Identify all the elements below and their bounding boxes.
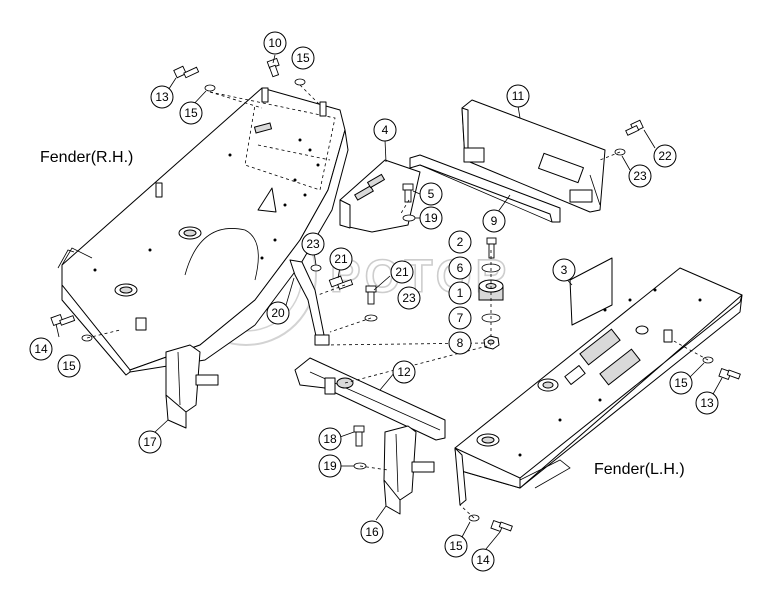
callout-23-text: 23 [306, 237, 320, 251]
bracket-17 [165, 344, 219, 429]
callout-18: 18 [318, 427, 342, 451]
callout-21: 21 [329, 247, 353, 271]
callout-19: 19 [419, 206, 443, 230]
bar-9 [409, 154, 561, 223]
callout-13-text: 13 [700, 396, 714, 410]
fender-lh-label: Fender(L.H.) [594, 461, 685, 478]
callout-1: 1 [448, 281, 472, 305]
callout-15: 15 [669, 371, 693, 395]
callout-15: 15 [179, 101, 203, 125]
callout-23: 23 [301, 232, 325, 256]
callout-2-text: 2 [457, 235, 464, 249]
bracket-20 [289, 259, 330, 346]
callout-15-text: 15 [296, 51, 310, 65]
callout-23-text: 23 [633, 169, 647, 183]
bracket-4 [339, 159, 421, 233]
callout-15-text: 15 [449, 539, 463, 553]
callout-23: 23 [397, 286, 421, 310]
callout-16: 16 [360, 520, 384, 544]
callout-22-text: 22 [658, 149, 672, 163]
callout-14-text: 14 [34, 342, 48, 356]
callout-21-text: 21 [334, 252, 348, 266]
callout-15-text: 15 [62, 359, 76, 373]
fender-lh [454, 257, 743, 506]
callout-15-text: 15 [674, 376, 688, 390]
rh-fender-holes [93, 138, 320, 272]
callout-14-text: 14 [476, 553, 490, 567]
lh-fender-holes [518, 288, 702, 457]
bracket-16 [383, 425, 435, 515]
bolt-2 [486, 237, 497, 259]
callout-20-text: 20 [271, 306, 285, 320]
callout-9: 9 [482, 209, 506, 233]
callout-15-text: 15 [184, 106, 198, 120]
callout-17-text: 17 [143, 435, 157, 449]
callout-13: 13 [695, 391, 719, 415]
callout-19: 19 [318, 454, 342, 478]
callout-23-text: 23 [402, 291, 416, 305]
callout-14: 14 [471, 548, 495, 572]
callout-18-text: 18 [323, 432, 337, 446]
callout-16-text: 16 [365, 525, 379, 539]
callout-7: 7 [448, 306, 472, 330]
nut-8 [483, 335, 500, 350]
callout-8: 8 [448, 331, 472, 355]
callout-19-text: 19 [424, 211, 438, 225]
callout-6-text: 6 [457, 261, 464, 275]
callout-3-text: 3 [561, 263, 568, 277]
callout-5: 5 [419, 182, 443, 206]
callout-6: 6 [448, 256, 472, 280]
cross-member-12 [294, 357, 446, 441]
callout-19-text: 19 [323, 459, 337, 473]
fender-rh [57, 87, 349, 376]
callout-15: 15 [291, 46, 315, 70]
callout-11-text: 11 [512, 89, 525, 103]
callout-8-text: 8 [457, 336, 464, 350]
callout-11: 11 [506, 84, 530, 108]
callout-13: 13 [150, 85, 174, 109]
fender-rh-label: Fender(R.H.) [40, 149, 133, 166]
callout-1-text: 1 [457, 286, 464, 300]
callout-9-text: 9 [491, 214, 498, 228]
callout-4-text: 4 [382, 123, 389, 137]
callout-20: 20 [266, 301, 290, 325]
callout-13-text: 13 [155, 90, 169, 104]
callout-22: 22 [653, 144, 677, 168]
callout-21-text: 21 [395, 265, 409, 279]
callout-17: 17 [138, 430, 162, 454]
panel-11 [461, 99, 606, 213]
callout-14: 14 [29, 337, 53, 361]
callout-10-text: 10 [268, 36, 282, 50]
callout-15: 15 [57, 354, 81, 378]
callout-10: 10 [263, 31, 287, 55]
callout-2: 2 [448, 230, 472, 254]
callout-4: 4 [373, 118, 397, 142]
callout-3: 3 [552, 258, 576, 282]
callout-12: 12 [392, 360, 416, 384]
callout-23: 23 [628, 164, 652, 188]
callout-7-text: 7 [457, 311, 464, 325]
callout-15: 15 [444, 534, 468, 558]
callout-12-text: 12 [397, 365, 411, 379]
small-fasteners [50, 57, 741, 533]
callout-21: 21 [390, 260, 414, 284]
callout-5-text: 5 [428, 187, 435, 201]
